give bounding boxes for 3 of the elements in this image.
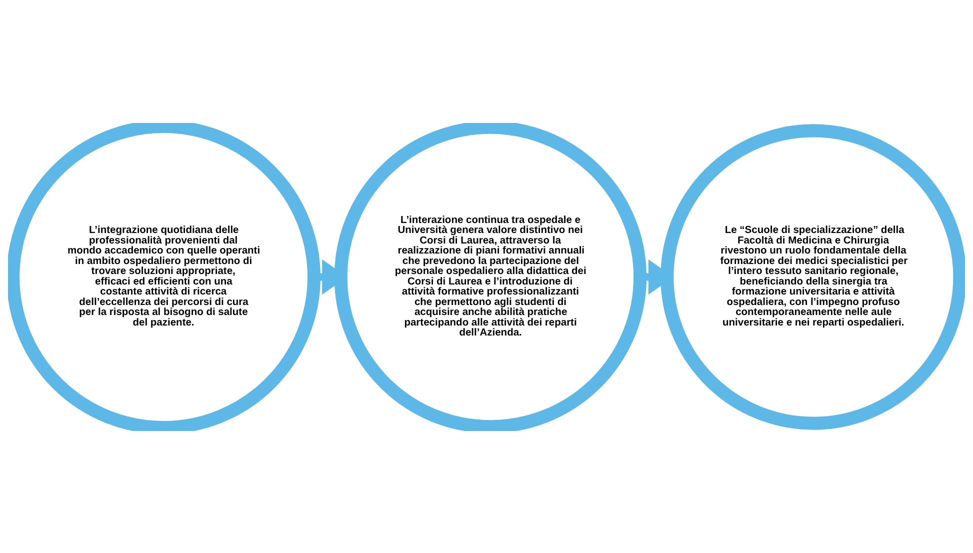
node-circle: Le “Scuole di specializzazione” della Facoltà di Medicina e Chirurgia rivestono un ruolo fondamentale della formazione dei medici specialistici per l’intero tessuto sanitario regionale, beneficiando della sinergia tra formazione universitaria e attività ospedaliera, con l’impegno profuso contemporaneamente nelle aule universitarie e nei reparti ospedalieri. [660, 124, 965, 430]
node-circle: L’integrazione quotidiana delle professionalità provenienti dal mondo accademico con quelle operanti in ambito ospedaliero permettono di trovare soluzioni appropriate, efficaci ed efficienti con una costante attività di ricerca dell’eccellenza dei percorsi di cura per la risposta al bisogno di salute del paziente. [8, 122, 321, 430]
node-circle: L’interazione continua tra ospedale e Università genera valore distintivo nei Corsi di Laurea, attraverso la realizzazione di piani formativi annuali che prevedono la partecipazione del personale ospedaliero alla didattica dei Corsi di Laurea e l’introduzione di attività formative professionalizzanti che permettono agli studenti di acquisire anche abilità pratiche partecipando alle attività dei reparti dell’Azienda. [334, 122, 647, 430]
